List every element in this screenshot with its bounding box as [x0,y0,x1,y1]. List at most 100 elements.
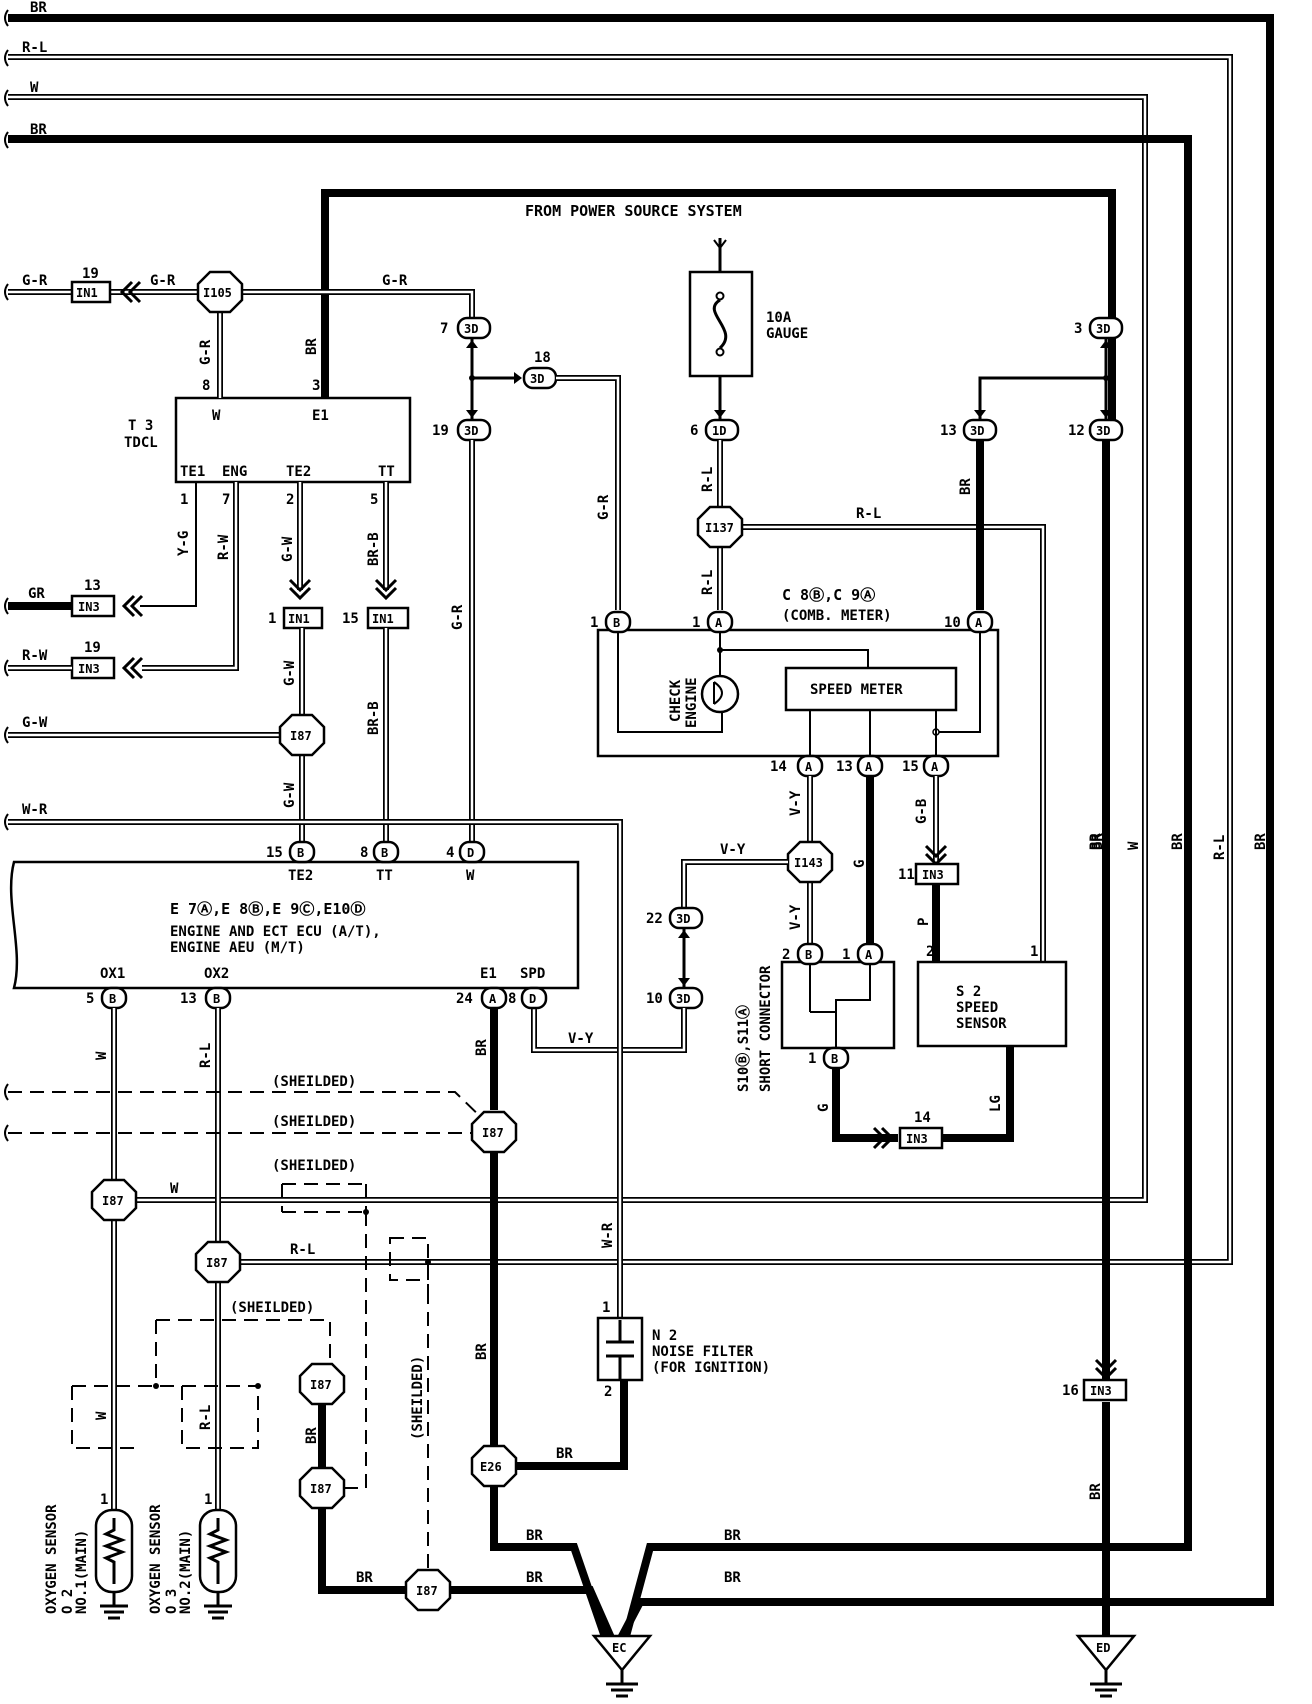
ecu-pin-13: 13 [180,991,197,1007]
conn-in3-19-label: IN3 [78,662,100,676]
oxygen2-pin: 1 [204,1492,212,1508]
conn-3d-10-num: 10 [646,991,663,1007]
check-engine-lamp [700,674,740,714]
tdcl-pin-2: 2 [286,492,294,508]
tdcl-pin-e1: E1 [312,408,329,424]
wire-label-lg: LG [988,1095,1004,1112]
wire-label-rl-6: R-L [700,467,716,492]
meter-ref: C 8Ⓑ,C 9Ⓐ [782,586,875,604]
wire-label-top-br2: BR [30,122,47,138]
conn-3d-3-num: 3 [1074,321,1082,337]
wire-label-vy-143: V-Y [720,842,746,858]
noise-filter-p2: 2 [604,1384,612,1400]
tdcl-pin-te1: TE1 [180,464,205,480]
oxygen2-line1: OXYGEN SENSOR [148,1504,164,1614]
ground-ed-label: ED [1096,1641,1110,1655]
wire-label-vy-spd: V-Y [568,1031,594,1047]
meter-pin-15a: 15 [902,759,919,775]
ground-ec [591,1634,653,1672]
tdcl-name: TDCL [124,435,158,451]
wire-label-vy-14: V-Y [788,790,804,816]
shield-label-2: (SHEILDED) [272,1114,356,1130]
junction-i87-ox1 [90,1178,138,1222]
conn-3d-10-label: 3D [676,992,690,1006]
tdcl-ref: T 3 [128,418,153,434]
tdcl-pin-7: 7 [222,492,230,508]
oxygen1-pin: 1 [100,1492,108,1508]
wire-label-br-e1: BR [304,338,320,355]
top-wire-br-2 [8,135,1192,1642]
conn-1d-6-num: 6 [690,423,698,439]
conn-in1-label: IN1 [76,286,98,300]
ecu-w: W [466,868,475,884]
wire-label-w-r: W [1126,841,1142,850]
wire-label-top-rl: R-L [22,40,47,56]
connector-3d-22 [668,906,704,930]
wire-label-br-r3: BR [1253,833,1269,850]
meter-pin-1a: 1 [692,615,700,631]
meter-check: CHECK [668,679,684,722]
wire-label-top-w: W [30,80,39,96]
conn-in1-19-num: 19 [82,266,99,282]
junction-i143-label: I143 [794,856,823,870]
meter-pin-10a: 10 [944,615,961,631]
oxygen1-line2: NO.1(MAIN) [74,1530,90,1614]
wire-label-br-12: BR [1088,833,1104,850]
conn-3d-22-num: 22 [646,911,663,927]
ecu-spd: SPD [520,966,545,982]
wire-label-br-e26: BR [474,1343,490,1360]
wire-label-gw-tdcl: G-W [280,536,296,562]
noise-filter-ref: N 2 [652,1328,677,1344]
conn-in3-13-num: 13 [84,578,101,594]
shield-label-5: (SHEILDED) [230,1300,314,1316]
ecu-pin13-letter: B [213,992,220,1006]
wire-label-br-e1-ecu: BR [474,1039,490,1056]
top-wire-br-1 [8,14,1274,1642]
junction-i87-e1-label: I87 [482,1126,504,1140]
speed-sensor-line1: SPEED [956,1000,998,1016]
meter-speed-label: SPEED METER [810,682,903,698]
short-connector-box [780,960,896,1050]
wire-label-gw-left: G-W [22,715,48,731]
junction-i137-label: I137 [705,521,734,535]
meter-pin-14a-letter: A [805,760,813,774]
wire-label-gr-in3: GR [28,586,45,602]
conn-in3-11-num: 11 [898,867,915,883]
junction-i137 [696,505,744,549]
conn-in3-11-label: IN3 [922,868,944,882]
oxygen1-ref: O 2 [60,1589,76,1614]
junction-i87-br-label: I87 [310,1482,332,1496]
conn-in3-16-num: 16 [1062,1383,1079,1399]
wire-label-gr-top: G-R [382,273,408,289]
conn-3d-7-num: 7 [440,321,448,337]
meter-name: (COMB. METER) [782,608,892,624]
tdcl-pin-eng: ENG [222,464,247,480]
meter-pin-1b: 1 [590,615,598,631]
ecu-line2: ENGINE AND ECT ECU (A/T), [170,924,381,940]
junction-i87-bottom [404,1568,452,1612]
conn-in3-14-num: 14 [914,1110,931,1126]
ecu-pin4-letter: D [467,846,474,860]
wire-label-p: P [916,918,932,926]
speed-sensor-p2: 2 [926,944,934,960]
wire-label-br-shield: BR [304,1427,320,1444]
wire-label-br-13: BR [958,478,974,495]
conn-3d-13-label: 3D [970,424,984,438]
wire-label-gr-ecu: G-R [450,604,466,630]
ecu-pin-15: 15 [266,845,283,861]
ecu-ox2: OX2 [204,966,229,982]
tdcl-pin-5: 5 [370,492,378,508]
junction-i87-shield-label: I87 [310,1378,332,1392]
junction-e26 [470,1444,518,1488]
meter-pin-1a-letter: A [715,616,723,630]
conn-3d-7-label: 3D [464,322,478,336]
speed-sensor-p1: 1 [1030,944,1038,960]
conn-3d-12-label: 3D [1096,424,1110,438]
speed-sensor-box [916,960,1068,1048]
junction-i87-ox1-label: I87 [102,1194,124,1208]
conn-in3-13-label: IN3 [78,600,100,614]
meter-pin-14a: 14 [770,759,787,775]
conn-in3-19-num: 19 [84,640,101,656]
top-wire-rl [8,54,1233,1265]
junction-i87-ox2 [194,1240,242,1284]
